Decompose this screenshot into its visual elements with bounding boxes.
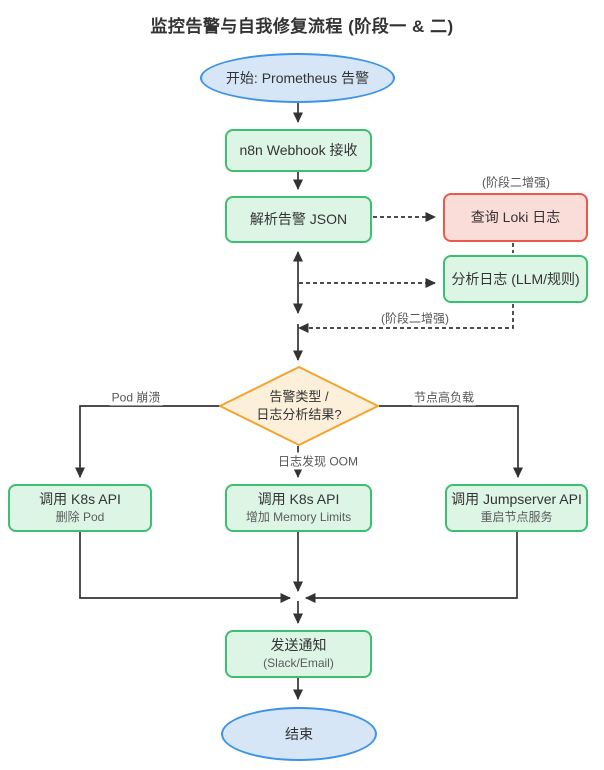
jumpserver-node: 调用 Jumpserver API 重启节点服务 [445,484,588,532]
decision-diamond-shape [219,366,379,446]
query-loki-node: 查询 Loki 日志 [443,193,588,242]
notify-node: 发送通知 (Slack/Email) [225,630,372,678]
k8s-memory-sublabel: 增加 Memory Limits [245,510,352,525]
jumpserver-label: 调用 Jumpserver API [451,491,582,508]
notify-label: 发送通知 [270,637,327,654]
parse-json-node-label: 解析告警 JSON [249,211,348,228]
webhook-node-label: n8n Webhook 接收 [239,142,358,159]
k8s-delete-pod-label: 调用 K8s API [39,491,121,508]
start-node: 开始: Prometheus 告警 [200,53,395,103]
edge-label-oom: 日志发现 OOM [276,452,360,470]
k8s-delete-pod-sublabel: 删除 Pod [55,510,105,525]
k8s-memory-node: 调用 K8s API 增加 Memory Limits [225,484,372,532]
query-loki-node-label: 查询 Loki 日志 [470,209,561,226]
edge-label-phase2-return: (阶段二增强) [379,309,451,327]
end-node-label: 结束 [285,725,313,742]
edge-label-node-load: 节点高负载 [411,388,477,406]
end-node: 结束 [221,707,377,761]
decision-node-line2: 日志分析结果? [256,407,342,422]
analyze-log-node-label: 分析日志 (LLM/规则) [451,270,580,287]
k8s-delete-pod-node: 调用 K8s API 删除 Pod [8,484,152,532]
edge-label-pod-crash: Pod 崩溃 [109,388,163,406]
analyze-log-node: 分析日志 (LLM/规则) [443,255,588,303]
k8s-memory-label: 调用 K8s API [257,491,340,508]
decision-node-line1: 告警类型 / [269,389,329,405]
jumpserver-sublabel: 重启节点服务 [480,510,553,525]
parse-json-node: 解析告警 JSON [225,196,372,243]
start-node-label: 开始: Prometheus 告警 [225,69,370,86]
diagram-title: 监控告警与自我修复流程 (阶段一 & 二) [150,17,454,36]
edge-label-phase2-top: (阶段二增强) [480,173,552,191]
decision-node: 告警类型 / 日志分析结果? [219,367,379,445]
webhook-node: n8n Webhook 接收 [225,129,372,172]
notify-sublabel: (Slack/Email) [263,656,334,671]
